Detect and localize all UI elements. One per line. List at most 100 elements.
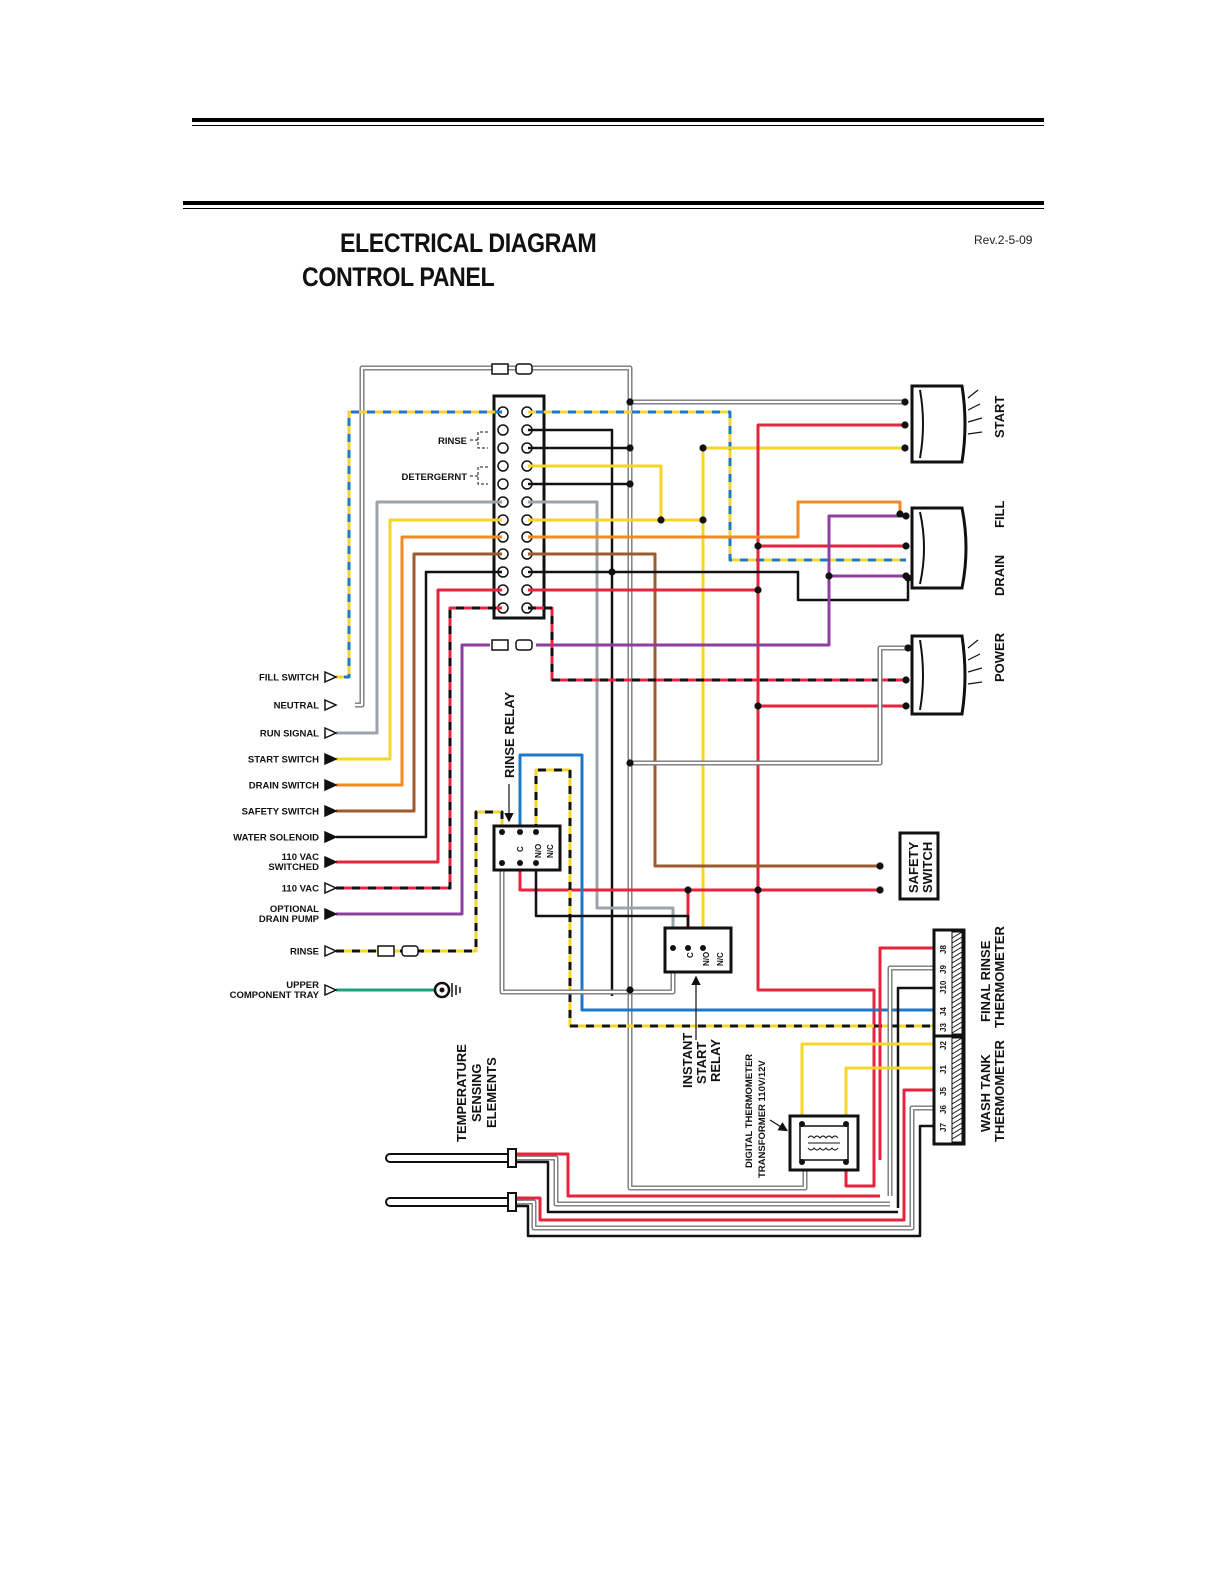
hatch-line [951, 1001, 963, 1009]
connection-11: RINSE [290, 944, 338, 958]
connection-label-line2: DRAIN PUMP [259, 914, 320, 925]
wash-tank-pin-3: J5 [939, 1087, 948, 1096]
wash-tank-pin-1: J2 [939, 1041, 948, 1050]
hatch-line [951, 1127, 963, 1135]
junction-dot [626, 444, 634, 452]
connection-label: UPPER [286, 980, 319, 991]
terminal-left-4 [497, 460, 509, 472]
rinse-relay-pin-no: N/O [534, 844, 543, 858]
terminal-arrow-icon [324, 907, 338, 921]
hatch-line [951, 1026, 963, 1034]
hatch-line [951, 1016, 963, 1024]
connection-label-line2: COMPONENT TRAY [230, 990, 320, 1001]
junction-dot [626, 986, 634, 994]
junction-dot [901, 444, 909, 452]
terminal-arrow-icon [324, 855, 338, 869]
connection-labels: FILL SWITCH NEUTRAL RUN SIGNAL START SWITCH… [230, 670, 338, 1001]
junction-dot [901, 398, 909, 406]
hatch-line [951, 1097, 963, 1105]
transformer [788, 1114, 860, 1172]
detergent-bracket-label: DETERGERNT [402, 472, 468, 483]
start-switch [910, 384, 983, 464]
hatch-line [951, 1042, 963, 1050]
hatch-line [951, 1067, 963, 1075]
terminal-arrow-icon [324, 804, 338, 818]
connection-4: START SWITCH [248, 752, 338, 766]
terminal-arrow-icon [324, 670, 338, 684]
transformer-label-1: DIGITAL THERMOMETER [744, 1054, 755, 1168]
junction-dot [754, 586, 762, 594]
hatch-line [951, 1072, 963, 1080]
hatch-line [951, 936, 963, 944]
connection-label: NEUTRAL [274, 701, 320, 712]
fill-switch-label: FILL [992, 501, 1007, 528]
hatch-line [951, 991, 963, 999]
hatch-line [951, 951, 963, 959]
connection-label: WATER SOLENOID [233, 833, 319, 844]
diagram-title: ELECTRICAL DIAGRAM [340, 228, 597, 258]
connection-label: RINSE [290, 947, 319, 958]
rinse-relay: C N/O N/C [492, 824, 562, 872]
connection-7: WATER SOLENOID [233, 830, 338, 844]
final-rinse-label-2: THERMOMETER [992, 926, 1007, 1028]
hatch-line [951, 976, 963, 984]
connection-6: SAFETY SWITCH [242, 804, 338, 818]
junction-dot [699, 444, 707, 452]
instant-relay-pin-c: C [686, 952, 695, 958]
hatch-line [951, 1037, 963, 1045]
hatch-line [951, 1117, 963, 1125]
top-rule-thin [192, 125, 1044, 126]
hatch-line [951, 1087, 963, 1095]
junction-dot [825, 572, 833, 580]
junction-dot [754, 886, 762, 894]
connection-label: FILL SWITCH [259, 673, 319, 684]
transformer-label-2: TRANSFORMER 110V/12V [757, 1060, 768, 1178]
junction-dot [608, 568, 616, 576]
terminal-arrow-icon [324, 726, 338, 740]
hatch-line [951, 946, 963, 954]
hatch-line [951, 966, 963, 974]
junction-dot [904, 644, 912, 652]
connection-3: RUN SIGNAL [260, 726, 338, 740]
start-switch-label: START [992, 396, 1007, 438]
temperature-sensors [385, 1148, 517, 1212]
rinse-bracket-label: RINSE [438, 436, 467, 447]
connection-label: OPTIONAL [270, 904, 319, 915]
junction-dot [754, 702, 762, 710]
connection-label: START SWITCH [248, 755, 319, 766]
hatch-line [951, 931, 963, 939]
mid-rule-thick [183, 201, 1044, 205]
hatch-line [951, 971, 963, 979]
hatch-line [951, 1011, 963, 1019]
junction-dot [684, 886, 692, 894]
hatch-line [951, 961, 963, 969]
final-rinse-pin-1: J8 [939, 945, 948, 954]
junction-dot [902, 512, 910, 520]
final-rinse-pin-2: J9 [939, 965, 948, 974]
hatch-line [951, 1052, 963, 1060]
terminal-block [492, 394, 546, 620]
instant-start-relay-label-1: INSTANT [680, 1033, 695, 1088]
safety-switch-label-1: SAFETY [906, 841, 921, 893]
sensor-label-3: ELEMENTS [484, 1057, 499, 1128]
hatch-line [951, 986, 963, 994]
wash-tank-label-2: THERMOMETER [992, 1040, 1007, 1142]
hatch-line [951, 1122, 963, 1130]
connection-label: DRAIN SWITCH [249, 781, 319, 792]
safety-switch-label-2: SWITCH [920, 842, 935, 893]
junction-dot [876, 862, 884, 870]
terminal-arrow-icon [324, 983, 338, 997]
wires [336, 365, 936, 1238]
revision-label: Rev.2-5-09 [974, 233, 1033, 247]
ground-icon [433, 981, 461, 999]
junction-dot [902, 542, 910, 550]
power-switch [910, 634, 983, 716]
junction-dot [657, 516, 665, 524]
rinse-relay-pin-nc: N/C [546, 844, 555, 858]
hatch-line [951, 1057, 963, 1065]
junction-dot [902, 702, 910, 710]
final-rinse-pin-5: J3 [939, 1023, 948, 1032]
